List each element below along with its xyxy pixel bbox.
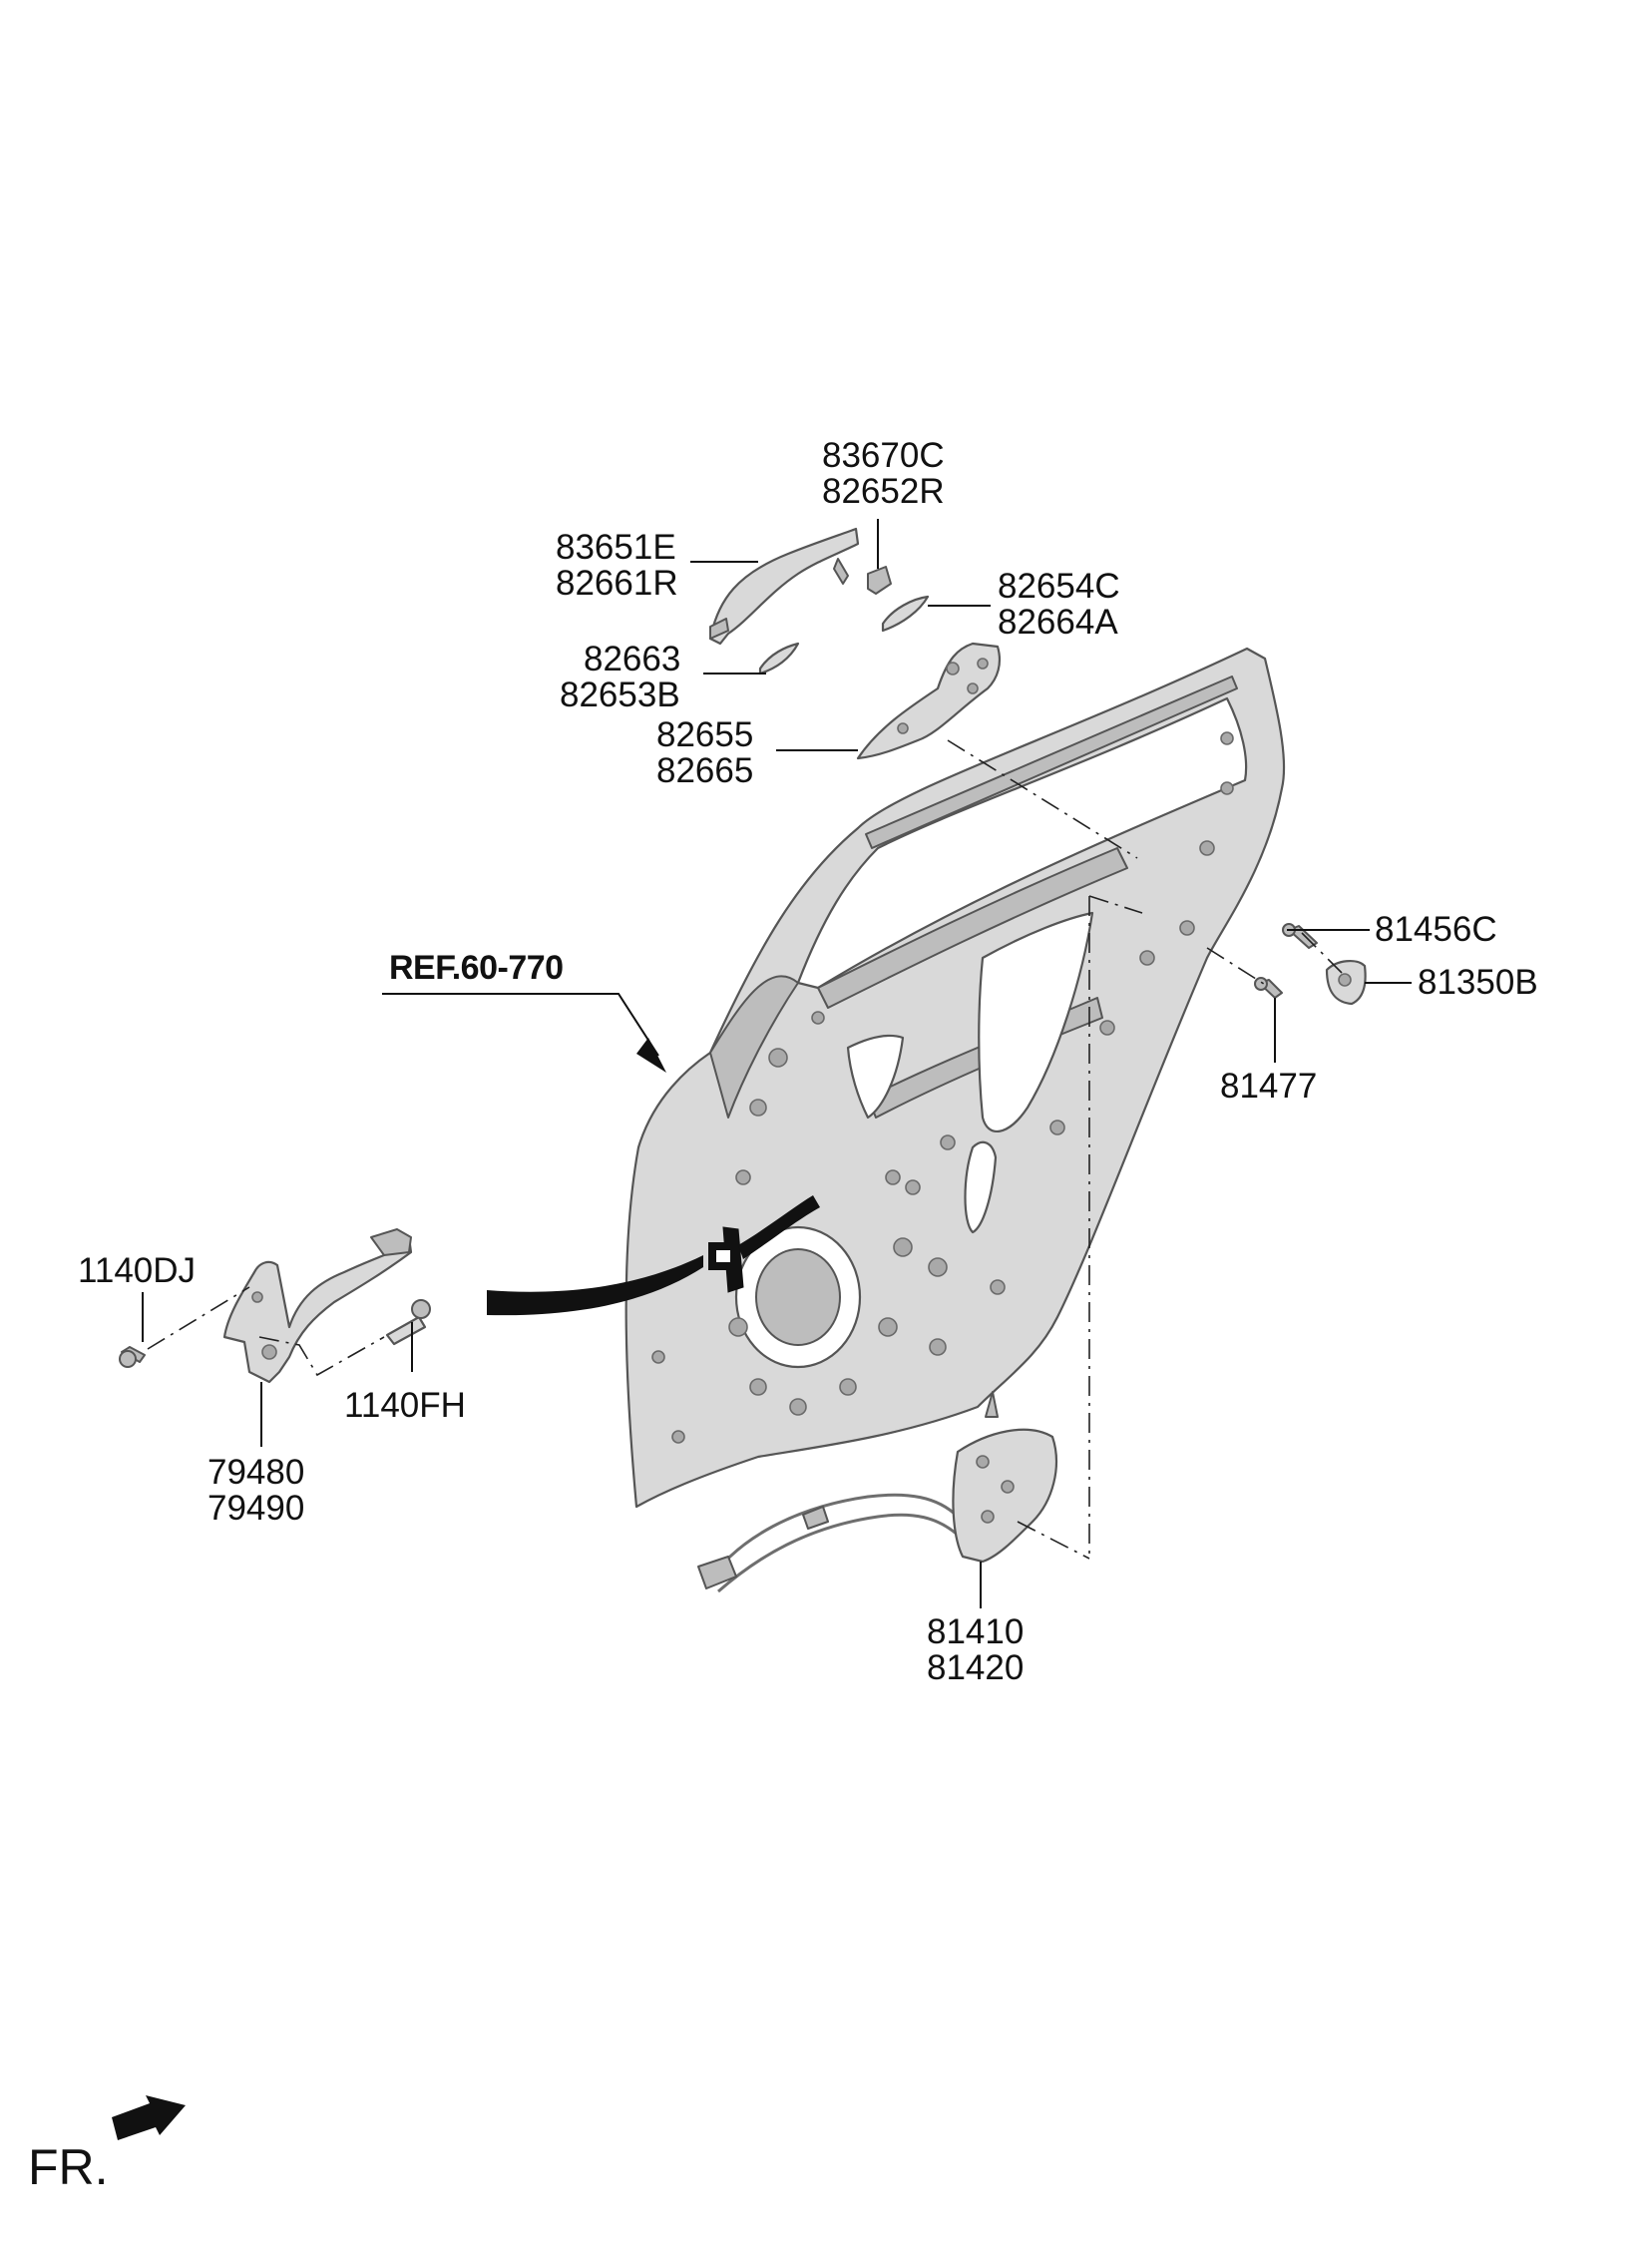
door-latch-actuator[interactable] <box>697 1391 1057 1593</box>
striker[interactable] <box>1325 960 1367 1006</box>
checker-bolt-1140dj[interactable] <box>119 1346 146 1368</box>
handle-bracket[interactable] <box>856 642 1002 760</box>
front-direction-arrow <box>112 2095 186 2140</box>
callout-79490[interactable]: 79490 <box>207 1489 305 1528</box>
callout-79480[interactable]: 79480 <box>207 1453 305 1492</box>
callout-81477[interactable]: 81477 <box>1220 1067 1318 1106</box>
callout-82653b[interactable]: 82653B <box>560 676 680 714</box>
handle-pad-front[interactable] <box>758 642 800 676</box>
checker-bolt-1140fh[interactable] <box>385 1299 431 1346</box>
striker-screw-upper[interactable] <box>1282 923 1318 949</box>
door-checker[interactable] <box>222 1228 413 1384</box>
callout-82652r[interactable]: 82652R <box>822 472 945 511</box>
callout-82665[interactable]: 82665 <box>656 751 754 790</box>
callout-82654c[interactable]: 82654C <box>998 567 1120 606</box>
callout-81350b[interactable]: 81350B <box>1418 963 1538 1002</box>
reference-label[interactable]: REF.60-770 <box>389 949 564 987</box>
callout-83670c[interactable]: 83670C <box>822 436 945 475</box>
callout-81456c[interactable]: 81456C <box>1375 910 1497 949</box>
callout-82663[interactable]: 82663 <box>584 640 681 678</box>
callout-1140dj[interactable]: 1140DJ <box>78 1251 197 1290</box>
front-indicator-label: FR. <box>28 2139 109 2195</box>
checker-indicator-arrow <box>487 1255 703 1316</box>
callout-82655[interactable]: 82655 <box>656 715 754 754</box>
callout-82661r[interactable]: 82661R <box>556 564 678 603</box>
outside-handle[interactable] <box>708 527 860 646</box>
callout-81420[interactable]: 81420 <box>927 1648 1025 1687</box>
handle-pad-rear[interactable] <box>881 595 930 633</box>
handle-cap[interactable] <box>867 566 892 595</box>
callout-83651e[interactable]: 83651E <box>556 528 676 567</box>
door-inner-panel[interactable] <box>624 647 1286 1509</box>
callout-1140fh[interactable]: 1140FH <box>344 1386 466 1425</box>
alignment-lines <box>147 739 1343 1560</box>
striker-screw-lower[interactable] <box>1254 977 1283 999</box>
callout-82664a[interactable]: 82664A <box>998 603 1118 642</box>
leader-lines <box>142 519 1412 1608</box>
callout-81410[interactable]: 81410 <box>927 1612 1025 1651</box>
